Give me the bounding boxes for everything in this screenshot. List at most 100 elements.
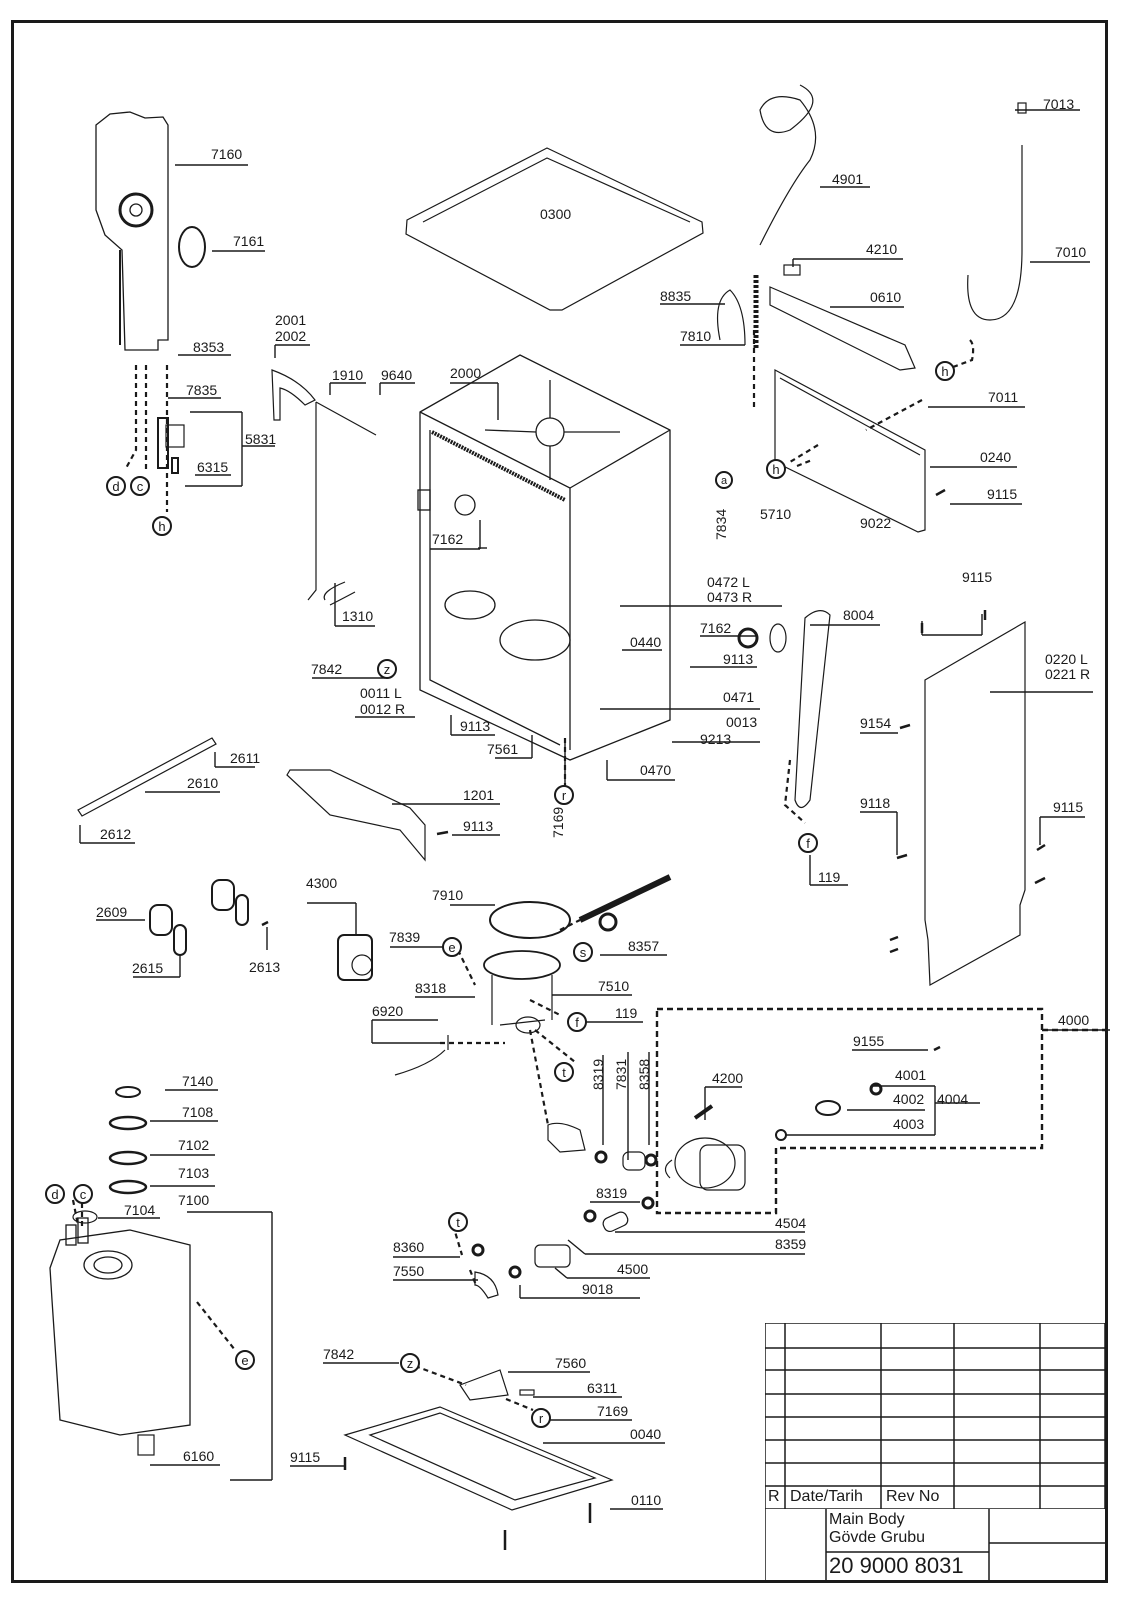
part-label: 9113: [723, 651, 754, 667]
connector-f-mid: [567, 1012, 587, 1032]
connector-letter: f: [806, 836, 810, 851]
part-label: 0472 L: [707, 574, 750, 590]
connector-letter: c: [80, 1187, 87, 1202]
part-7161-gasket: [178, 226, 206, 268]
part-7510-sump: [483, 950, 561, 1034]
connector-letter: z: [407, 1356, 414, 1371]
part-label: 4210: [866, 241, 898, 257]
part-label: 7161: [233, 233, 265, 249]
part-label: 9154: [860, 715, 892, 731]
part-7835-valve: [157, 417, 185, 474]
part-label: 0110: [631, 1492, 662, 1508]
part-0040-base-tray: [343, 1406, 614, 1511]
part-label: 9113: [460, 718, 491, 734]
part-7013-cap: [1017, 102, 1027, 114]
part-label: 4002: [893, 1091, 925, 1107]
part-label: 1910: [332, 367, 364, 383]
connector-t-low: [448, 1212, 468, 1232]
connector-letter: s: [580, 945, 587, 960]
part-2000-tub: [417, 354, 671, 761]
part-2610-rail: [77, 737, 217, 817]
part-8357-filter: [578, 874, 672, 923]
pump-group-outline: [655, 1007, 1110, 1215]
part-label: 4901: [832, 171, 864, 187]
part-label: 6311: [587, 1380, 618, 1396]
part-label: 9115: [962, 569, 993, 585]
part-label: 7013: [1043, 96, 1075, 112]
part-4300-drain-pump: [337, 934, 373, 981]
part-label: 6920: [372, 1003, 404, 1019]
part-label: 8835: [660, 288, 692, 304]
connector-h-right: [935, 361, 955, 381]
connector-c-top: [130, 476, 150, 496]
part-4500-connector: [534, 1244, 571, 1268]
connector-letter: t: [562, 1065, 566, 1080]
part-label: 119: [818, 869, 841, 885]
part-label: 7160: [211, 146, 243, 162]
rev-header-revno: Rev No: [886, 1488, 940, 1505]
connector-t-mid: [554, 1062, 574, 1082]
part-label: 7810: [680, 328, 712, 344]
part-7160-side-dispenser: [95, 111, 169, 351]
title-english: Main Body: [829, 1511, 905, 1528]
part-label: 1310: [342, 608, 374, 624]
connector-letter: h: [941, 364, 948, 379]
part-label: 0220 L: [1045, 651, 1088, 667]
part-7140-ring-set: [108, 1086, 148, 1195]
part-label: 7839: [389, 929, 421, 945]
connector-h-left: [152, 516, 172, 536]
part-label: 7510: [598, 978, 630, 994]
part-label: 7102: [178, 1137, 210, 1153]
connector-e-top: [442, 937, 462, 957]
drawing-frame: [11, 20, 1108, 1583]
part-label: 2613: [249, 959, 281, 975]
part-label: 6315: [197, 459, 229, 475]
connector-d-top: [106, 476, 126, 496]
part-label: 7834: [713, 508, 729, 540]
part-4200-heater-pin: [693, 1104, 714, 1120]
part-8360-nozzle: [547, 1122, 586, 1153]
part-4210-switch: [783, 264, 801, 276]
part-label: 4004: [937, 1091, 969, 1107]
connector-letter: z: [384, 662, 391, 677]
part-label: 4200: [712, 1070, 744, 1086]
part-1310-clip: [323, 581, 356, 606]
part-4504-hose: [602, 1211, 629, 1233]
part-label: 8358: [636, 1058, 652, 1090]
part-7162-hinge-seal: [769, 623, 787, 653]
part-8319-clamps: [471, 1150, 658, 1279]
part-label: 8318: [415, 980, 447, 996]
part-label: 9213: [700, 731, 732, 747]
part-label: 7010: [1055, 244, 1087, 260]
part-label: 9115: [1053, 799, 1084, 815]
part-label: 0610: [870, 289, 902, 305]
part-label: 4504: [775, 1215, 807, 1231]
title-block: Main Body Gövde Grubu 20 9000 8031: [765, 1509, 1105, 1580]
connector-h-mid: [766, 459, 786, 479]
connector-z-top: [377, 659, 397, 679]
part-label: 7100: [178, 1192, 210, 1208]
part-label: 7561: [487, 741, 519, 757]
part-label: 8353: [193, 339, 225, 355]
part-label: 9115: [290, 1449, 321, 1465]
part-label: 4001: [895, 1067, 927, 1083]
part-label: 0473 R: [707, 589, 753, 605]
connector-letter: h: [772, 462, 779, 477]
part-label: 7560: [555, 1355, 587, 1371]
connector-letters: d c h h h a z r f e s f t t d c e z r: [51, 364, 948, 1426]
connector-e-low: [235, 1350, 255, 1370]
part-label: 8359: [775, 1236, 807, 1252]
part-7104-seal: [72, 1210, 98, 1224]
connector-letter: f: [575, 1015, 579, 1030]
part-label: 5710: [760, 506, 792, 522]
part-label: 0300: [540, 206, 572, 222]
connector-letter: e: [448, 940, 455, 955]
connector-letter: e: [241, 1353, 248, 1368]
part-label: 0471: [723, 689, 755, 705]
part-label: 2000: [450, 365, 482, 381]
part-label: 0040: [630, 1426, 662, 1442]
screws: [261, 488, 1046, 1550]
part-label: 9022: [860, 515, 892, 531]
part-label: 0240: [980, 449, 1012, 465]
